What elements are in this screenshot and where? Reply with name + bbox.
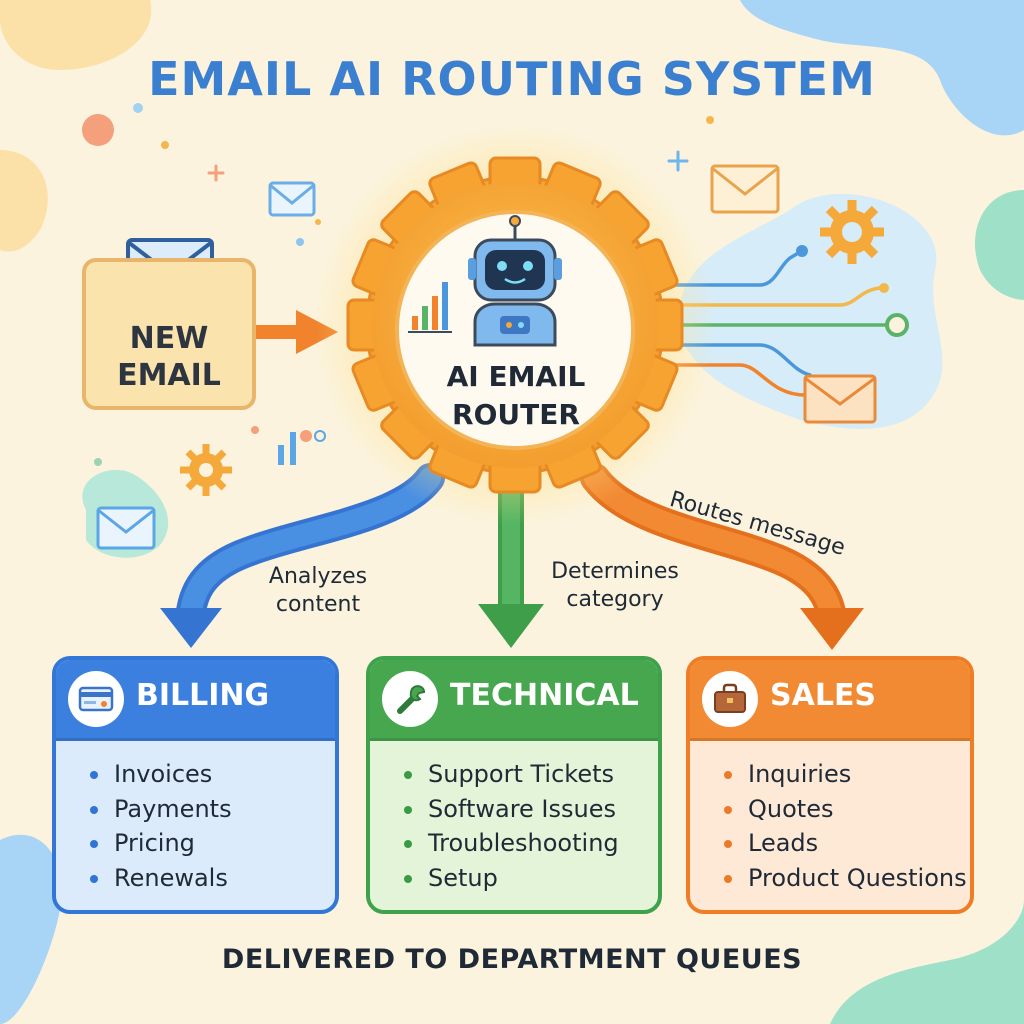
route-arrow-sales xyxy=(580,463,864,650)
determines-label: Determines category xyxy=(540,558,690,614)
robot-icon xyxy=(408,215,562,347)
determines-line-2: category xyxy=(566,587,664,612)
route-arrow-billing xyxy=(160,463,445,648)
router-label: AI EMAIL ROUTER xyxy=(410,358,622,434)
new-email-line-2: EMAIL xyxy=(117,358,221,393)
billing-title: BILLING xyxy=(136,678,270,713)
circuit-lines xyxy=(580,193,943,429)
analyzes-line-1: Analyzes xyxy=(268,564,368,589)
list-item: Renewals xyxy=(90,861,335,896)
page-title: EMAIL AI ROUTING SYSTEM xyxy=(148,52,876,106)
list-item: Troubleshooting xyxy=(404,826,658,861)
list-item: Software Issues xyxy=(404,792,658,827)
list-item: Payments xyxy=(90,792,335,827)
analyzes-label: Analyzes content xyxy=(258,563,378,619)
determines-line-1: Determines xyxy=(551,559,679,584)
sales-list: Inquiries Quotes Leads Product Questions xyxy=(690,741,970,895)
technical-header: TECHNICAL xyxy=(370,660,658,741)
sales-card: SALES Inquiries Quotes Leads Product Que… xyxy=(686,656,974,914)
technical-list: Support Tickets Software Issues Troubles… xyxy=(370,741,658,895)
analyzes-line-2: content xyxy=(275,592,361,617)
sales-title: SALES xyxy=(770,678,877,713)
billing-list: Invoices Payments Pricing Renewals xyxy=(56,741,335,895)
technical-card: TECHNICAL Support Tickets Software Issue… xyxy=(366,656,662,914)
billing-card: BILLING Invoices Payments Pricing Renewa… xyxy=(52,656,339,914)
list-item: Invoices xyxy=(90,757,335,792)
list-item: Inquiries xyxy=(724,757,970,792)
list-item: Leads xyxy=(724,826,970,861)
router-line-1: AI EMAIL xyxy=(446,360,586,393)
list-item: Support Tickets xyxy=(404,757,658,792)
new-email-label: NEW EMAIL xyxy=(86,320,252,394)
footer-caption: DELIVERED TO DEPARTMENT QUEUES xyxy=(221,944,803,975)
list-item: Product Questions xyxy=(724,861,970,896)
list-item: Quotes xyxy=(724,792,970,827)
billing-header: BILLING xyxy=(56,660,335,741)
technical-title: TECHNICAL xyxy=(450,678,639,713)
router-line-2: ROUTER xyxy=(452,398,580,431)
sales-header: SALES xyxy=(690,660,970,741)
list-item: Pricing xyxy=(90,826,335,861)
wrench-icon xyxy=(382,671,438,727)
list-item: Setup xyxy=(404,861,658,896)
credit-card-icon xyxy=(68,671,124,727)
new-email-line-1: NEW xyxy=(129,321,209,356)
briefcase-icon xyxy=(702,671,758,727)
new-email-node: NEW EMAIL xyxy=(82,258,256,410)
